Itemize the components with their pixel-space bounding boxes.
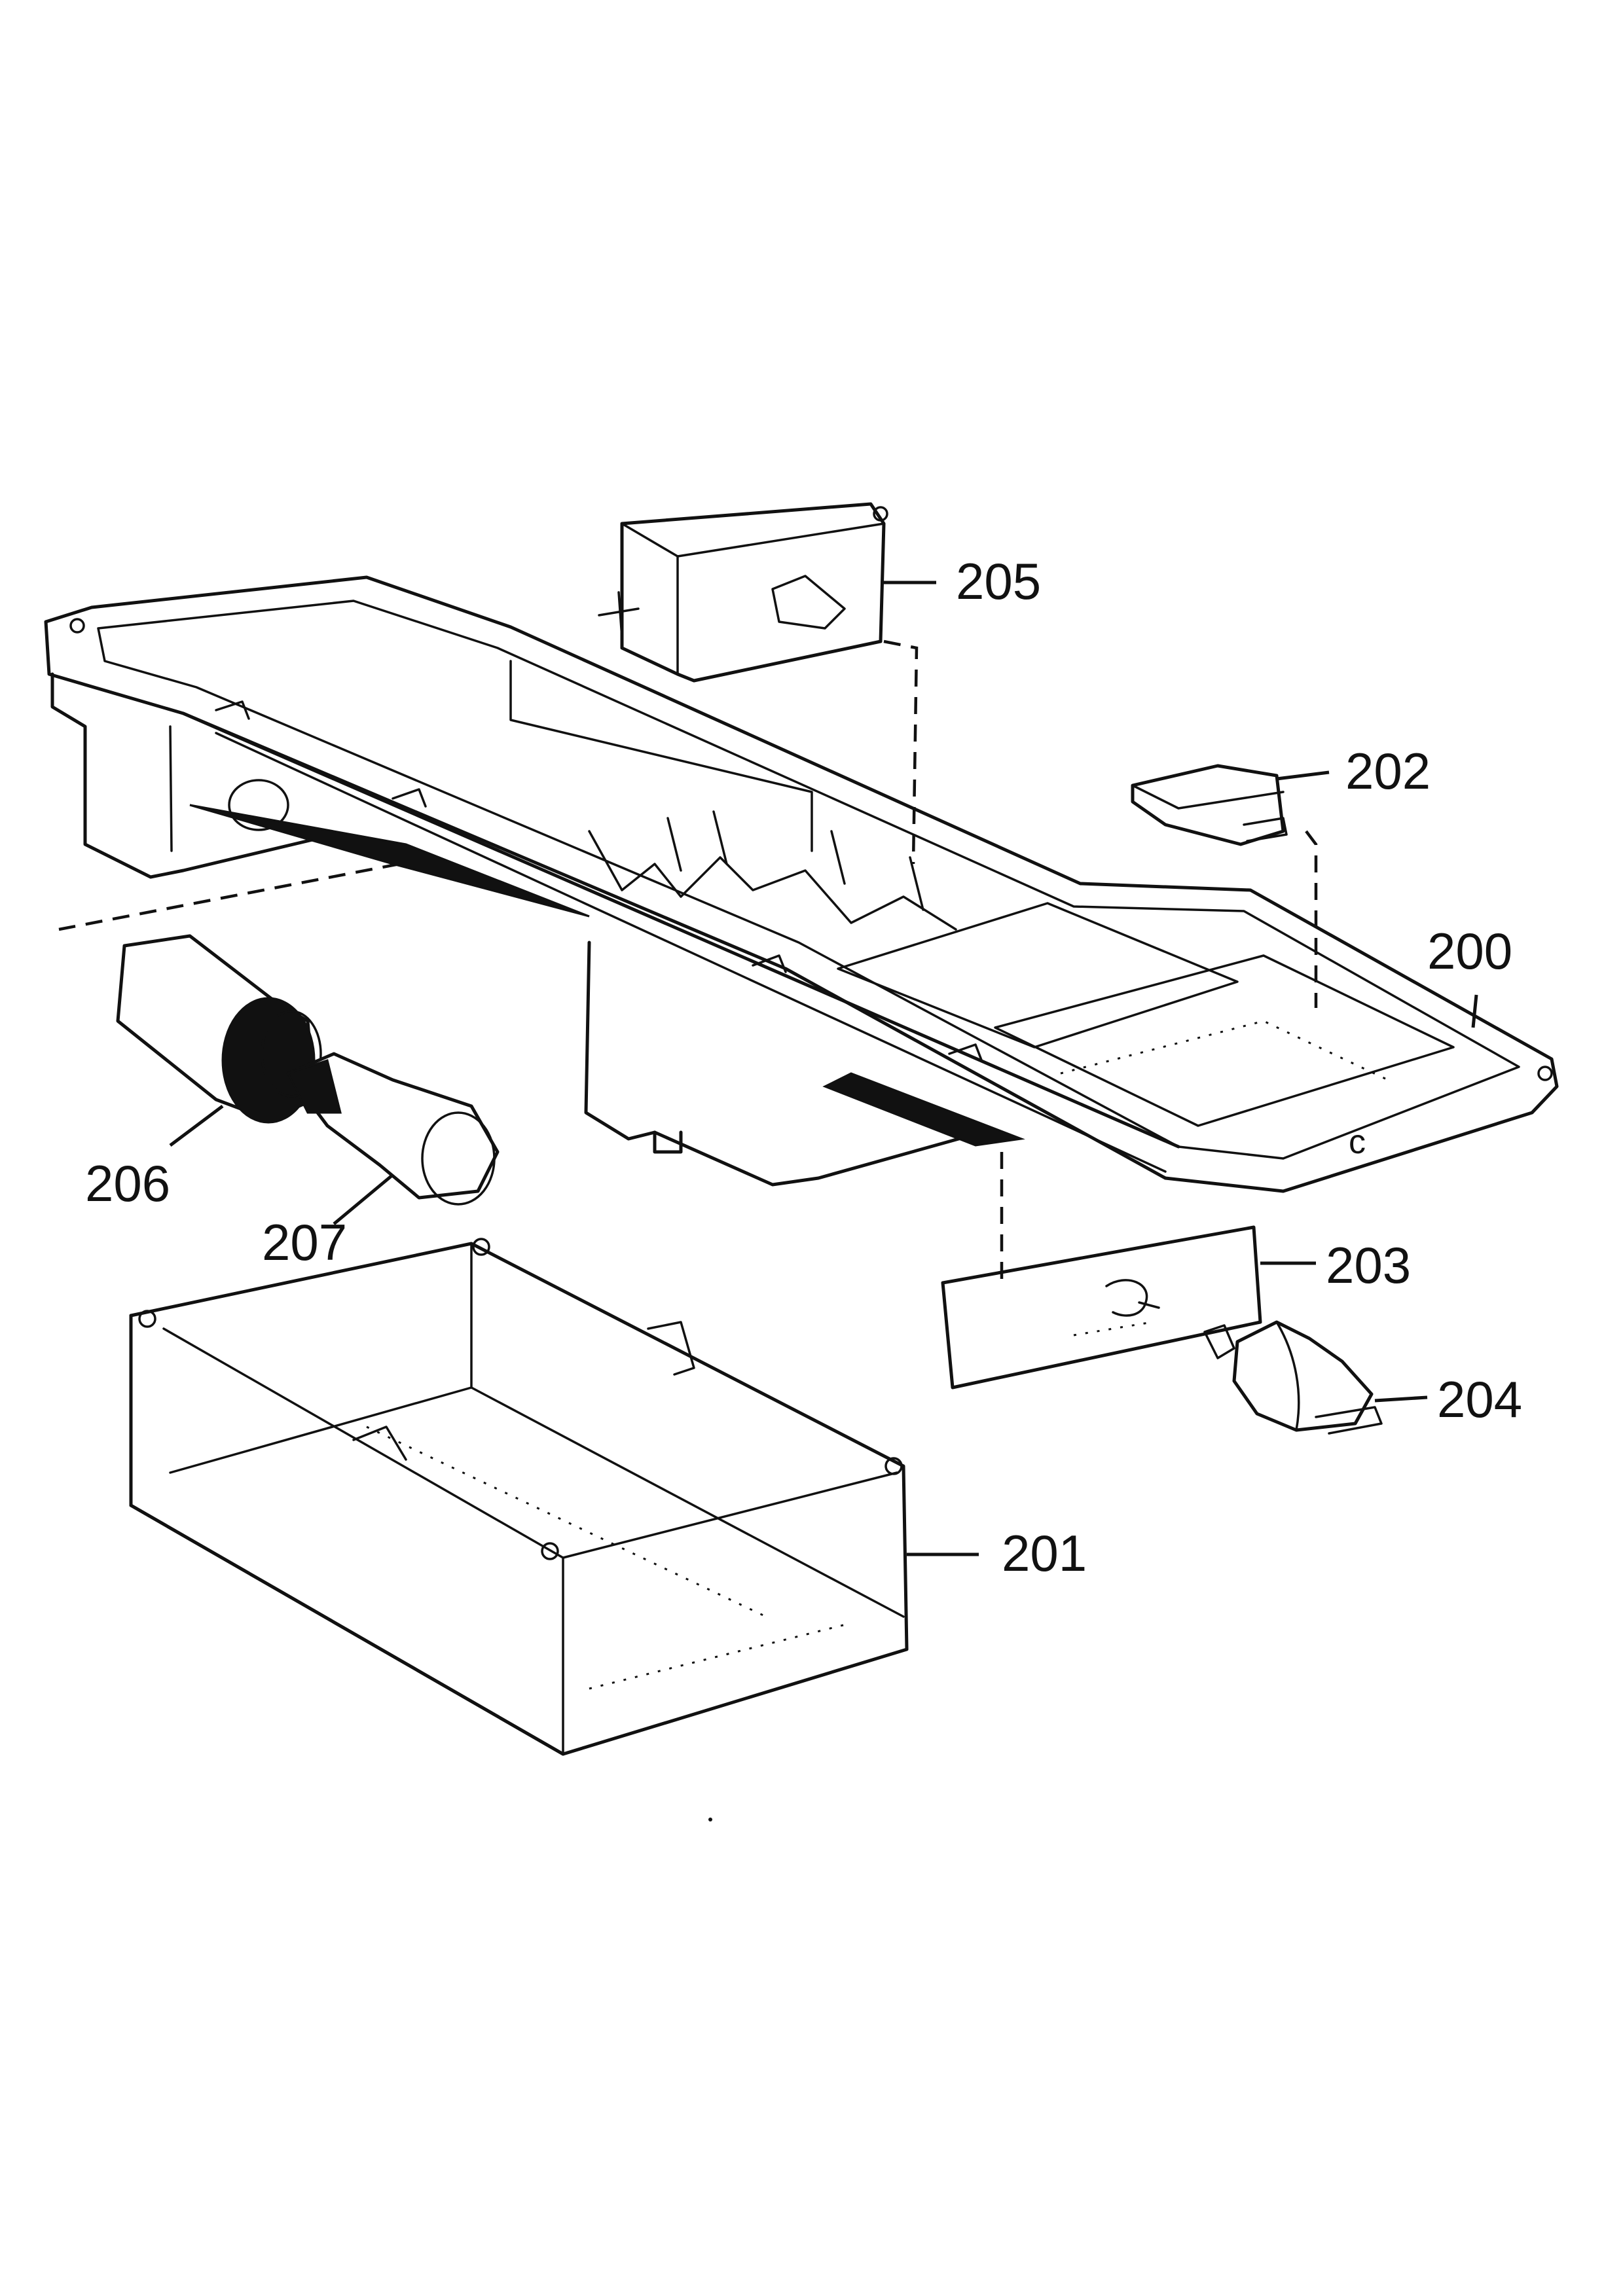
part-206-socket: [116, 934, 322, 1124]
callout-201: 201: [1002, 1524, 1087, 1582]
callout-200: 200: [1427, 922, 1512, 980]
part-203-panel: [941, 1225, 1262, 1390]
housing-marking: c: [1349, 1123, 1366, 1161]
callout-204: 204: [1437, 1371, 1522, 1428]
part-200-housing: c: [44, 575, 1559, 1193]
callout-205: 205: [956, 552, 1041, 610]
part-205-top-box: [598, 502, 888, 683]
callout-202: 202: [1345, 742, 1431, 800]
callout-207: 207: [262, 1213, 347, 1271]
assembly-lines: [58, 639, 1318, 1283]
part-201-trough: [129, 1238, 909, 1756]
stray-dot: [708, 1818, 712, 1821]
callout-203: 203: [1326, 1236, 1411, 1294]
callout-206: 206: [85, 1155, 170, 1212]
leader-lines: [169, 581, 1478, 1556]
callouts: 205 202 200 206 207 203 204 201: [85, 552, 1522, 1582]
part-202-plate: [1131, 764, 1288, 846]
part-207-bulb: [286, 1052, 500, 1206]
part-204-knob: [1203, 1320, 1383, 1435]
